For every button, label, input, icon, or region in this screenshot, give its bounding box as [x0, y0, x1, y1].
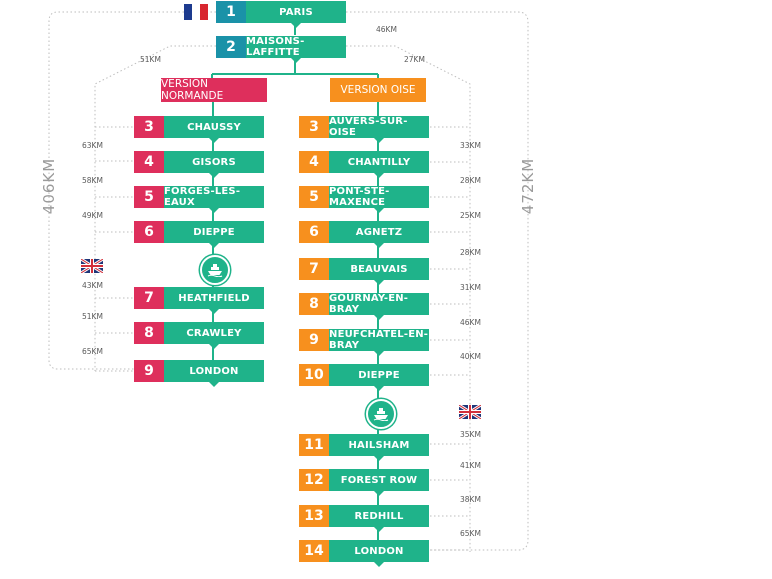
distance-label: 28KM: [460, 176, 481, 185]
stop-label: PARIS: [246, 1, 346, 28]
distance-label: 51KM: [82, 312, 103, 321]
distance-label: 51KM: [140, 55, 161, 64]
stop-label: DIEPPE: [329, 364, 429, 391]
stop-label: CHANTILLY: [329, 151, 429, 178]
stop-number: 13: [299, 505, 329, 527]
france-flag-icon: [184, 4, 208, 24]
distance-label: 25KM: [460, 211, 481, 220]
stop-label: MAISONS-LAFFITTE: [246, 36, 346, 63]
ship-icon-normande: [200, 255, 230, 285]
distance-label: 65KM: [82, 347, 103, 356]
stop-label: NEUFCHATEL-EN-BRAY: [329, 329, 429, 356]
stop-number: 1: [216, 1, 246, 23]
distance-label: 63KM: [82, 141, 103, 150]
distance-label: 43KM: [82, 281, 103, 290]
stop-number: 5: [134, 186, 164, 208]
stop-label: CHAUSSY: [164, 116, 264, 143]
uk-flag-icon-normande: [80, 257, 104, 277]
stop-number: 10: [299, 364, 329, 386]
stop-number: 11: [299, 434, 329, 456]
stop-number: 9: [299, 329, 329, 351]
distance-label: 27KM: [404, 55, 425, 64]
ship-icon-oise: [366, 399, 396, 429]
stop-number: 12: [299, 469, 329, 491]
distance-label: 65KM: [460, 529, 481, 538]
stop-number: 4: [134, 151, 164, 173]
version-normande-header: VERSION NORMANDE: [161, 78, 267, 102]
stop-number: 4: [299, 151, 329, 173]
stop-label: GISORS: [164, 151, 264, 178]
stop-number: 3: [134, 116, 164, 138]
stop-label: HEATHFIELD: [164, 287, 264, 314]
stop-label: LONDON: [164, 360, 264, 387]
stop-label: PONT-STE-MAXENCE: [329, 186, 429, 213]
segment-bracket-left: [94, 45, 216, 371]
version-oise-header: VERSION OISE: [330, 78, 426, 102]
stop-number: 7: [299, 258, 329, 280]
stop-number: 3: [299, 116, 329, 138]
total-distance-normande: 406KM: [40, 157, 59, 215]
total-distance-oise: 472KM: [519, 157, 538, 215]
distance-label: 49KM: [82, 211, 103, 220]
distance-label: 33KM: [460, 141, 481, 150]
stop-number: 9: [134, 360, 164, 382]
segment-bracket-right: [346, 45, 471, 552]
total-bracket-right: [346, 11, 529, 551]
stop-label: FOREST ROW: [329, 469, 429, 496]
stop-number: 2: [216, 36, 246, 58]
stop-label: HAILSHAM: [329, 434, 429, 461]
stop-label: FORGES-LES-EAUX: [164, 186, 264, 213]
stop-label: DIEPPE: [164, 221, 264, 248]
stop-label: GOURNAY-EN-BRAY: [329, 293, 429, 320]
stop-number: 6: [299, 221, 329, 243]
distance-label: 28KM: [460, 248, 481, 257]
stop-number: 7: [134, 287, 164, 309]
stop-number: 6: [134, 221, 164, 243]
distance-label: 41KM: [460, 461, 481, 470]
stop-label: CRAWLEY: [164, 322, 264, 349]
stop-label: LONDON: [329, 540, 429, 567]
stop-label: BEAUVAIS: [329, 258, 429, 285]
stop-number: 8: [299, 293, 329, 315]
stop-number: 5: [299, 186, 329, 208]
distance-label: 46KM: [460, 318, 481, 327]
distance-label: 58KM: [82, 176, 103, 185]
stop-label: AUVERS-SUR-OISE: [329, 116, 429, 143]
distance-label: 31KM: [460, 283, 481, 292]
stop-label: AGNETZ: [329, 221, 429, 248]
distance-label: 35KM: [460, 430, 481, 439]
distance-label: 38KM: [460, 495, 481, 504]
stop-number: 8: [134, 322, 164, 344]
distance-label: 40KM: [460, 352, 481, 361]
stop-label: REDHILL: [329, 505, 429, 532]
stop-number: 14: [299, 540, 329, 562]
uk-flag-icon-oise: [458, 403, 482, 423]
distance-label: 46KM: [376, 25, 397, 34]
